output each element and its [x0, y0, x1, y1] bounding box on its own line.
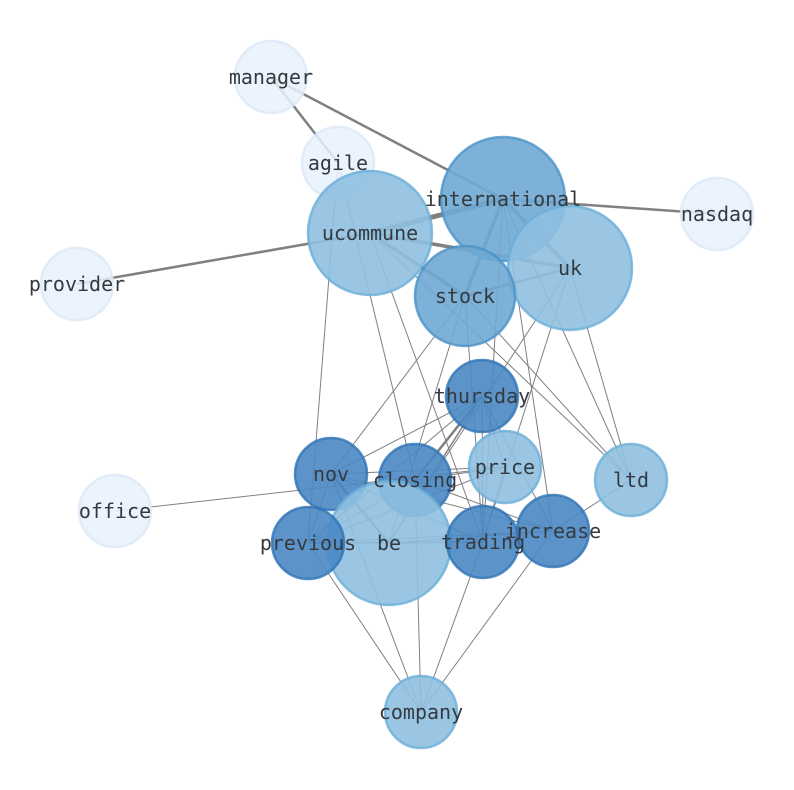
node-circle[interactable] — [515, 493, 591, 569]
node-label-office: office — [79, 499, 151, 523]
node-label-company: company — [379, 700, 463, 724]
node-circle[interactable] — [413, 244, 517, 348]
edges-layer — [76, 75, 718, 713]
node-label-uk: uk — [558, 256, 582, 280]
node-company[interactable] — [383, 674, 459, 750]
edge-increase-company — [420, 530, 554, 713]
nodes-layer: manager agile international nasdaq ucommune p… — [29, 39, 755, 750]
node-label-manager: manager — [229, 65, 313, 89]
node-label-increase: increase — [505, 519, 601, 543]
node-label-agile: agile — [308, 151, 368, 175]
node-label-closing: closing — [373, 468, 457, 492]
node-label-nasdaq: nasdaq — [681, 202, 753, 226]
node-circle[interactable] — [467, 429, 543, 505]
node-circle[interactable] — [233, 39, 309, 115]
node-uk[interactable] — [506, 204, 634, 332]
node-circle[interactable] — [593, 442, 669, 518]
node-nov[interactable] — [293, 436, 369, 512]
node-provider[interactable] — [39, 246, 115, 322]
node-previous[interactable] — [270, 505, 346, 581]
node-circle[interactable] — [293, 436, 369, 512]
node-circle[interactable] — [77, 473, 153, 549]
node-label-thursday: thursday — [434, 384, 530, 408]
node-circle[interactable] — [679, 176, 755, 252]
node-label-international: international — [425, 187, 582, 211]
node-label-trading: trading — [441, 530, 525, 554]
node-label-provider: provider — [29, 272, 125, 296]
node-increase[interactable] — [515, 493, 591, 569]
node-label-ltd: ltd — [613, 468, 649, 492]
node-circle[interactable] — [444, 358, 520, 434]
node-circle[interactable] — [383, 674, 459, 750]
node-label-stock: stock — [435, 284, 495, 308]
node-circle[interactable] — [306, 169, 434, 297]
node-label-price: price — [475, 455, 535, 479]
node-ucommune[interactable] — [306, 169, 434, 297]
node-ltd[interactable] — [593, 442, 669, 518]
node-stock[interactable] — [413, 244, 517, 348]
node-thursday[interactable] — [444, 358, 520, 434]
node-label-previous: previous — [260, 531, 356, 555]
node-circle[interactable] — [506, 204, 634, 332]
node-nasdaq[interactable] — [679, 176, 755, 252]
node-price[interactable] — [467, 429, 543, 505]
node-office[interactable] — [77, 473, 153, 549]
node-label-be: be — [377, 531, 401, 555]
node-circle[interactable] — [270, 505, 346, 581]
node-circle[interactable] — [39, 246, 115, 322]
node-label-nov: nov — [313, 462, 349, 486]
node-label-ucommune: ucommune — [322, 221, 418, 245]
node-manager[interactable] — [233, 39, 309, 115]
